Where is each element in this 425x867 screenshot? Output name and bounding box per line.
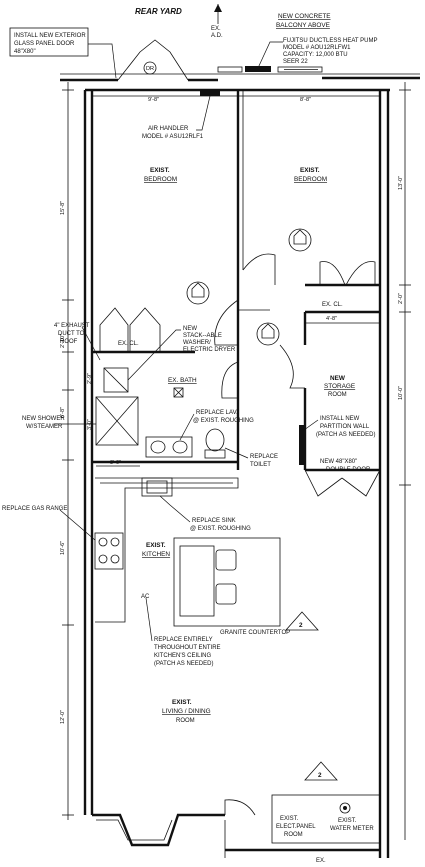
smoke-detector-icon bbox=[186, 281, 210, 305]
lav-note-1: REPLACE LAV. bbox=[196, 410, 238, 416]
air-handler-note-1: AIR HANDLER bbox=[148, 126, 189, 132]
washer-note-3: WASHER/ bbox=[183, 340, 211, 346]
living-label-1: EXIST. bbox=[172, 699, 192, 706]
dim-right-2: 2'-0" bbox=[398, 293, 404, 304]
bedroom-left-label-2: BEDROOM bbox=[144, 176, 177, 183]
shower-note-2: W/STEAMER bbox=[26, 424, 63, 430]
ceiling-note-1: REPLACE ENTIRELY bbox=[154, 637, 213, 643]
shower-note-1: NEW SHOWER bbox=[22, 416, 65, 422]
exhaust-note-2: DUCT TO bbox=[58, 331, 85, 337]
glass-door-note-2: GLASS PANEL DOOR bbox=[14, 41, 75, 47]
dim-left-4: 2'-9" bbox=[87, 373, 93, 384]
dim-left-7: 10'-6" bbox=[60, 541, 66, 555]
air-handler-note-2: MODEL # ASU12RLF1 bbox=[142, 134, 204, 140]
dim-left-2: 2'-10" bbox=[60, 334, 66, 348]
north-note-ex: EX. bbox=[211, 26, 221, 32]
ac-label: AC bbox=[141, 594, 150, 600]
bottom-ex-note: EX. bbox=[316, 858, 326, 864]
vanity bbox=[145, 436, 193, 458]
storage-label-2: STORAGE bbox=[324, 383, 355, 390]
shower-stall bbox=[95, 396, 139, 446]
dim-left-6: 3'-0" bbox=[87, 419, 93, 430]
washer-note-4: ELECTRIC DRYER bbox=[183, 347, 236, 353]
kitchen-label-2: KITCHEN bbox=[142, 551, 170, 558]
svg-text:2: 2 bbox=[318, 772, 322, 779]
closet-right-label: EX. CL. bbox=[322, 302, 343, 308]
partition-note-2: PARTITION WALL bbox=[320, 424, 370, 430]
water-meter-note-2: WATER METER bbox=[330, 826, 374, 832]
dim-storage-width: 4'-8" bbox=[326, 316, 337, 322]
ceiling-note-3: KITCHEN'S CEILING bbox=[154, 653, 211, 659]
exhaust-note-3: ROOF bbox=[60, 339, 78, 345]
elec-panel-note-2: ELECT.PANEL bbox=[276, 824, 316, 830]
washer-note-1: NEW bbox=[183, 326, 197, 332]
kitchen-label-1: EXIST. bbox=[146, 542, 166, 549]
smoke-detector-icon bbox=[256, 322, 280, 346]
elec-panel-note-1: EXIST. bbox=[280, 816, 299, 822]
living-label-3: ROOM bbox=[176, 718, 195, 724]
air-handler-unit bbox=[200, 90, 220, 96]
svg-text:2: 2 bbox=[299, 622, 303, 629]
closet-left-label: EX. CL. bbox=[118, 341, 139, 347]
north-note-ad: A.D. bbox=[211, 33, 223, 39]
bedroom-right-label-1: EXIST. bbox=[300, 167, 320, 174]
gas-range-icon bbox=[94, 532, 124, 570]
storage-label-1: NEW bbox=[330, 375, 346, 382]
living-label-2: LIVING / DINING bbox=[162, 708, 211, 715]
heat-pump-note-3: CAPACITY: 12,000 BTU bbox=[283, 52, 348, 58]
countertop-note: GRANITE COUNTERTOP bbox=[220, 630, 290, 636]
balcony-note-2: BALCONY ABOVE bbox=[276, 22, 330, 29]
toilet-note-2: TOILET bbox=[250, 462, 271, 468]
bath-label: EX. BATH bbox=[168, 377, 197, 384]
ceiling-note-4: (PATCH AS NEEDED) bbox=[154, 661, 213, 667]
dim-left-8: 12'-0" bbox=[60, 710, 66, 724]
dim-left-5: 6'-8" bbox=[60, 407, 66, 418]
dim-bath-width: 3'-0" bbox=[110, 460, 121, 466]
washer-dryer-unit bbox=[103, 367, 129, 393]
water-meter-note-1: EXIST. bbox=[338, 818, 357, 824]
balcony-note-1: NEW CONCRETE bbox=[278, 13, 331, 20]
north-arrow-icon bbox=[214, 4, 222, 24]
dim-top-left: 9'-8" bbox=[148, 97, 159, 103]
dim-left-1: 15'-8" bbox=[60, 201, 66, 215]
dim-right-3: 10'-0" bbox=[398, 386, 404, 400]
partition-note-3: (PATCH AS NEEDED) bbox=[316, 432, 375, 438]
dim-top-right: 8'-8" bbox=[300, 97, 311, 103]
storage-label-3: ROOM bbox=[328, 392, 347, 398]
heat-pump-note-1: FUJITSU DUCTLESS HEAT PUMP bbox=[283, 38, 377, 44]
dim-right-1: 13'-0" bbox=[398, 176, 404, 190]
new-partition-wall bbox=[299, 425, 304, 465]
section-marker-icon: 2 bbox=[304, 761, 338, 781]
bedroom-left-label-1: EXIST. bbox=[150, 167, 170, 174]
glass-door-note-3: 48"X80" bbox=[14, 49, 36, 55]
plan-title: REAR YARD bbox=[135, 7, 182, 16]
ceiling-note-2: THROUGHOUT ENTIRE bbox=[154, 645, 221, 651]
section-marker-icon: 2 bbox=[285, 611, 319, 631]
water-meter-icon bbox=[339, 802, 351, 814]
heat-pump-note-2: MODEL # AOU12RLFW1 bbox=[283, 45, 351, 51]
kitchen-sink bbox=[141, 477, 173, 497]
elec-panel-note-3: ROOM bbox=[284, 832, 303, 838]
partition-note-1: INSTALL NEW bbox=[320, 416, 360, 422]
bedroom-right-label-2: BEDROOM bbox=[294, 176, 327, 183]
sink-note-2: @ EXIST. ROUGHING bbox=[190, 526, 251, 532]
kitchen-island bbox=[173, 537, 281, 627]
exhaust-note-1: 4" EXHAUST bbox=[54, 323, 90, 329]
heat-pump-note-4: SEER 22 bbox=[283, 59, 308, 65]
toilet-icon bbox=[204, 428, 226, 459]
double-door-note-1: NEW 48"X80" bbox=[320, 459, 357, 465]
smoke-detector-icon bbox=[288, 228, 312, 252]
gas-range-note: REPLACE GAS RANGE bbox=[2, 506, 67, 512]
svg-text:DR: DR bbox=[146, 66, 154, 72]
exhaust-fan-icon bbox=[173, 387, 184, 398]
toilet-note-1: REPLACE bbox=[250, 454, 278, 460]
lav-note-2: @ EXIST. ROUGHING bbox=[193, 418, 254, 424]
glass-door-note-1: INSTALL NEW EXTERIOR bbox=[14, 33, 86, 39]
washer-note-2: STACK--ABLE bbox=[183, 333, 222, 339]
heat-pump-unit bbox=[245, 66, 271, 72]
sink-note-1: REPLACE SINK bbox=[192, 518, 236, 524]
